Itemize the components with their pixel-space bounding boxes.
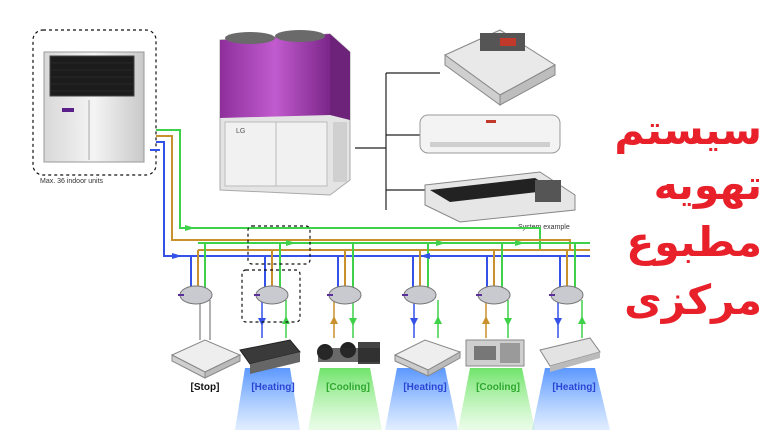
cassette-unit-example — [444, 29, 556, 106]
mode-label-cooling: [Cooling] — [326, 382, 370, 393]
title-line-1: سیستم — [614, 106, 762, 154]
duct-unit-example — [424, 171, 576, 223]
lg-logo: LG — [236, 128, 245, 135]
title-line-3: مطبوع — [626, 218, 762, 266]
title-line-4: مرکزی — [624, 276, 762, 324]
refrigerant-piping — [150, 129, 590, 340]
flow-arrows — [172, 225, 586, 326]
branch-boxes — [178, 285, 584, 305]
mode-label-cooling: [Cooling] — [476, 382, 520, 393]
mode-label-heating: [Heating] — [251, 382, 295, 393]
outdoor-capacity-label: Max. 36 indoor units — [40, 178, 104, 185]
title-line-2: تهویه — [653, 161, 762, 209]
system-example-label: System example — [518, 224, 570, 231]
outdoor-unit-lg: LG — [219, 30, 351, 196]
air-flow-glows — [235, 368, 610, 430]
wall-unit-example — [419, 114, 561, 154]
highlight-boxes — [241, 225, 311, 323]
mode-label-stop: [Stop] — [190, 382, 220, 393]
outdoor-unit-left — [32, 29, 157, 176]
mode-label-heating: [Heating] — [403, 382, 447, 393]
mode-label-heating: [Heating] — [552, 382, 596, 393]
system-example-connector — [355, 72, 440, 210]
indoor-units — [170, 337, 601, 379]
